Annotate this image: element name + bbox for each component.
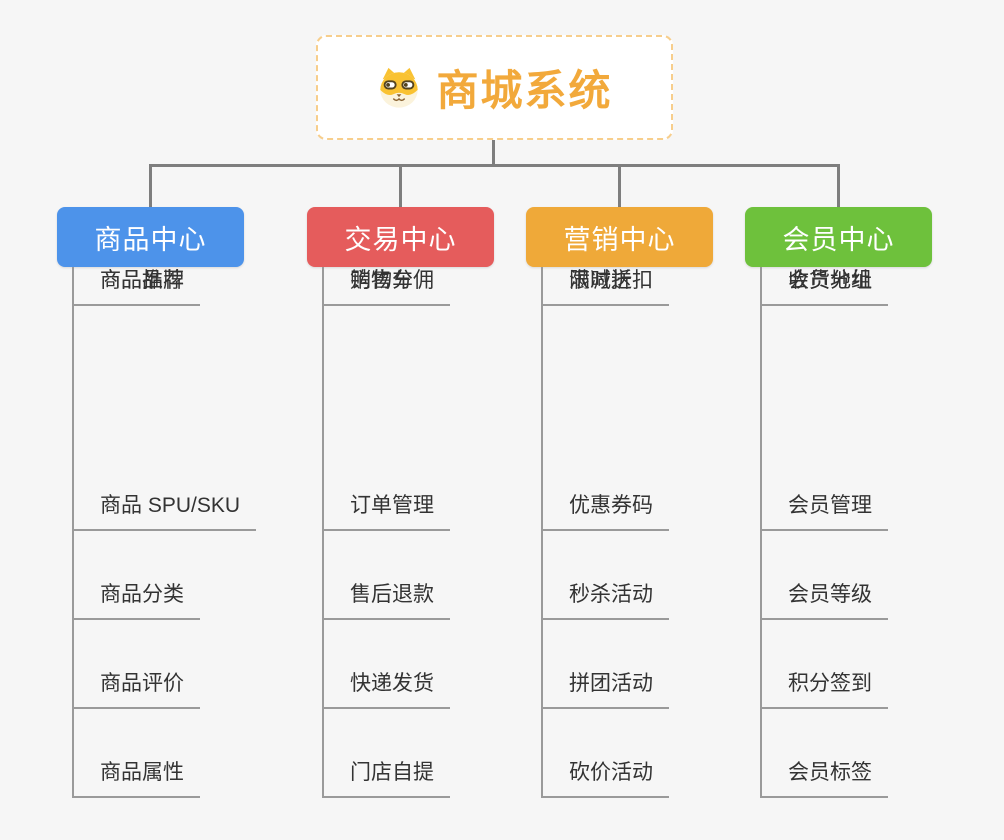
branch-header-trade[interactable]: 交易中心: [307, 207, 494, 267]
connector-drop-marketing: [618, 166, 621, 207]
leaf-node[interactable]: 秒杀活动: [541, 581, 669, 620]
leaf-node[interactable]: 会员管理: [760, 492, 888, 531]
root-title: 商城系统: [436, 67, 613, 114]
leaf-node[interactable]: 商品属性: [72, 759, 200, 798]
branch-member-center: 会员中心 会员管理 会员等级 积分签到 会员标签 会员分组 收货地址: [745, 207, 995, 807]
leaf-node[interactable]: 积分签到: [760, 670, 888, 709]
root-node[interactable]: 商城系统: [316, 35, 673, 140]
dog-face-icon: [376, 66, 422, 110]
leaf-node[interactable]: 订单管理: [322, 492, 450, 531]
leaf-node[interactable]: 收货地址: [760, 267, 888, 306]
branch-product-center: 商品中心 商品 SPU/SKU 商品分类 商品评价 商品属性 商品推荐 商品品牌: [57, 207, 307, 807]
leaf-node[interactable]: 优惠券码: [541, 492, 669, 531]
leaf-node[interactable]: 会员标签: [760, 759, 888, 798]
branch-trunk-line: [541, 267, 543, 798]
branch-header-member[interactable]: 会员中心: [745, 207, 932, 267]
leaf-node[interactable]: 会员等级: [760, 581, 888, 620]
connector-bus-line: [149, 164, 840, 167]
leaf-node[interactable]: 拼团活动: [541, 670, 669, 709]
branch-header-marketing[interactable]: 营销中心: [526, 207, 713, 267]
branch-trunk-line: [72, 267, 74, 798]
branch-header-product[interactable]: 商品中心: [57, 207, 244, 267]
leaf-node[interactable]: 售后退款: [322, 581, 450, 620]
branch-marketing-center: 营销中心 优惠券码 秒杀活动 拼团活动 砍价活动 限时折扣 满减送: [526, 207, 776, 807]
leaf-node[interactable]: 门店自提: [322, 759, 450, 798]
leaf-node[interactable]: 销售分佣: [322, 267, 450, 306]
leaf-node[interactable]: 砍价活动: [541, 759, 669, 798]
branch-trunk-line: [322, 267, 324, 798]
leaf-node[interactable]: 商品品牌: [72, 267, 200, 306]
connector-drop-trade: [399, 166, 402, 207]
leaf-node[interactable]: 商品 SPU/SKU: [72, 492, 257, 531]
leaf-node[interactable]: 满减送: [541, 267, 648, 306]
leaf-node[interactable]: 商品分类: [72, 581, 200, 620]
leaf-node[interactable]: 商品评价: [72, 670, 200, 709]
branch-trade-center: 交易中心 订单管理 售后退款 快递发货 门店自提 购物车 销售分佣: [307, 207, 557, 807]
leaf-node[interactable]: 快递发货: [322, 670, 450, 709]
connector-drop-product: [149, 166, 152, 207]
connector-root-stub: [492, 140, 495, 166]
connector-drop-member: [837, 166, 840, 207]
branch-trunk-line: [760, 267, 762, 798]
